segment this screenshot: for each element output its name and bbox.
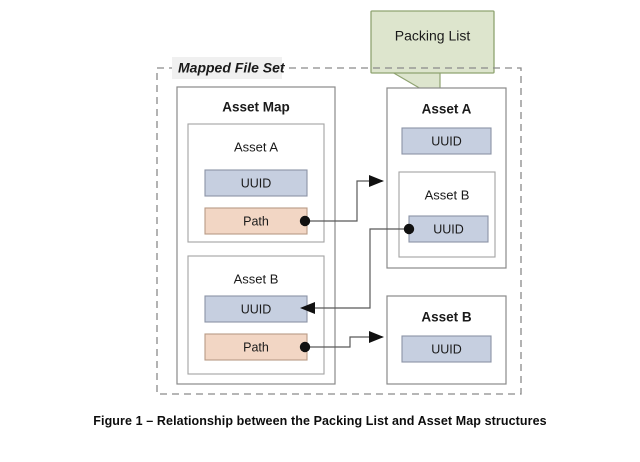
asset-map-asset-b-uuid-chip[interactable] bbox=[204, 295, 308, 323]
packing-list-asset-b-box: Asset B UUID bbox=[386, 295, 507, 385]
asset-map-asset-a-path-chip[interactable] bbox=[204, 207, 308, 235]
packing-list-nested-asset-b-title: Asset B bbox=[425, 187, 470, 202]
mapped-file-set-label: Mapped File Set bbox=[178, 60, 286, 76]
packing-list-asset-a-box: Asset A UUID Asset B UUID bbox=[386, 87, 507, 269]
connector-asset-a-path-to-asset-a bbox=[299, 175, 384, 227]
connector-source-dot-1 bbox=[299, 215, 311, 227]
connector-line-3 bbox=[307, 336, 369, 348]
packing-list-nested-asset-b-frame bbox=[398, 171, 496, 258]
packing-list-asset-a-title: Asset A bbox=[422, 102, 472, 117]
asset-map-title: Asset Map bbox=[222, 100, 290, 115]
packing-list-nested-asset-b-uuid-label: UUID bbox=[433, 222, 464, 236]
mapped-file-set-label-background bbox=[172, 57, 282, 79]
mapped-file-set-group: Mapped File Set bbox=[156, 57, 522, 395]
connector-arrowhead-1 bbox=[369, 175, 384, 187]
asset-map-asset-a-uuid-label: UUID bbox=[241, 176, 272, 190]
connector-line-2 bbox=[315, 228, 407, 309]
connector-arrowhead-2 bbox=[300, 302, 315, 314]
asset-map-asset-b-path-chip[interactable] bbox=[204, 333, 308, 361]
callout-bubble bbox=[370, 10, 495, 74]
packing-list-asset-b-title: Asset B bbox=[421, 310, 472, 325]
connector-asset-b-path-to-asset-b bbox=[299, 331, 384, 353]
packing-list-callout: Packing List bbox=[370, 10, 495, 101]
asset-map-asset-b-uuid-label: UUID bbox=[241, 302, 272, 316]
packing-list-asset-a-uuid-label: UUID bbox=[431, 134, 462, 148]
asset-map-asset-a-path-label: Path bbox=[243, 214, 269, 228]
asset-map-asset-b-title: Asset B bbox=[234, 271, 279, 286]
connector-source-dot-3 bbox=[299, 341, 311, 353]
mapped-file-set-border bbox=[156, 67, 522, 395]
asset-map-box: Asset Map Asset A UUID Path Asset B UUID… bbox=[176, 86, 336, 385]
packing-list-asset-b-uuid-chip[interactable] bbox=[401, 335, 492, 363]
packing-list-nested-asset-b-uuid-chip[interactable] bbox=[408, 215, 489, 243]
connector-source-dot-2 bbox=[403, 223, 415, 235]
asset-map-asset-a-uuid-chip[interactable] bbox=[204, 169, 308, 197]
figure-caption: Figure 1 – Relationship between the Pack… bbox=[93, 414, 547, 428]
callout-label: Packing List bbox=[395, 28, 471, 44]
packing-list-asset-b-uuid-label: UUID bbox=[431, 342, 462, 356]
connector-packing-asset-b-uuid-to-map-asset-b-uuid bbox=[300, 223, 415, 314]
connector-layer bbox=[299, 175, 415, 353]
connector-arrowhead-3 bbox=[369, 331, 384, 343]
connector-line-1 bbox=[307, 180, 369, 222]
asset-map-asset-a-title: Asset A bbox=[234, 139, 278, 154]
asset-map-entry-asset-b: Asset B UUID Path bbox=[187, 255, 325, 375]
packing-list-asset-a-uuid-chip[interactable] bbox=[401, 127, 492, 155]
packing-list-asset-a-nested-asset-b: Asset B UUID bbox=[398, 171, 496, 258]
asset-map-asset-b-path-label: Path bbox=[243, 340, 269, 354]
